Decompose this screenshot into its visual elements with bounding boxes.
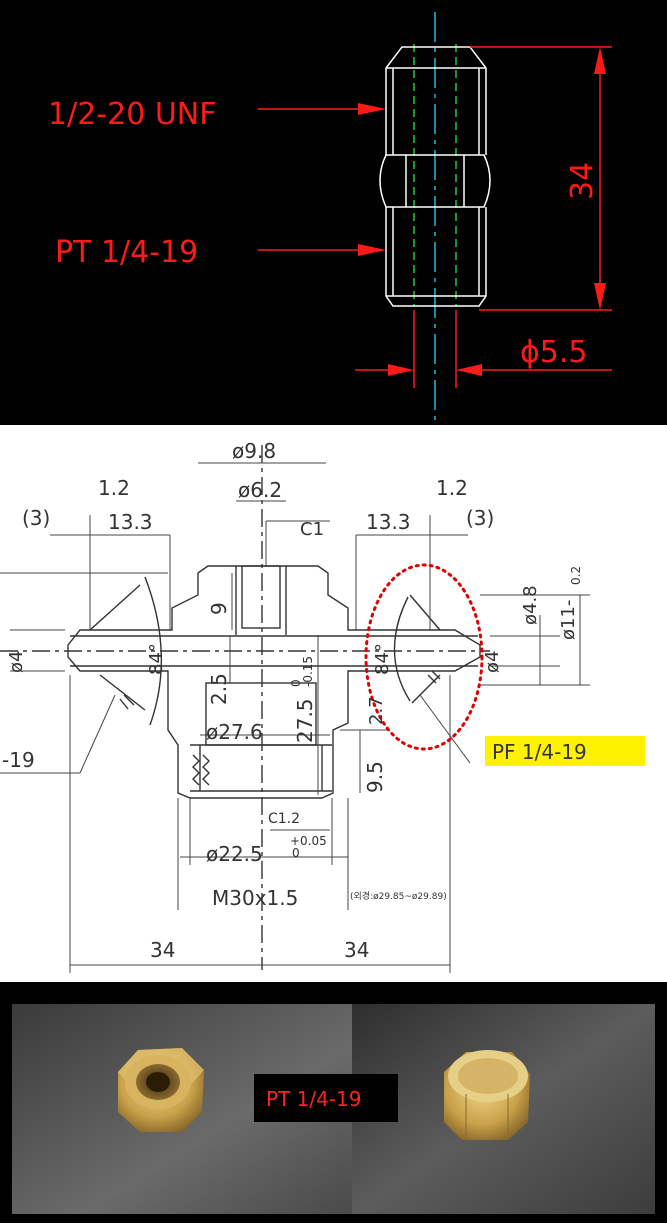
product-photo: PT 1/4-19 xyxy=(12,1004,655,1214)
dim-len-275-tol-upper: 0 xyxy=(289,679,303,687)
photo-label-bg xyxy=(254,1074,398,1122)
product-photo-panel: PT 1/4-19 xyxy=(0,982,667,1223)
dim-d-inner-top: ø6.2 xyxy=(238,478,282,502)
photo-label: PT 1/4-19 xyxy=(266,1087,362,1111)
dim-angle-left: 84° xyxy=(146,643,167,675)
dim-d-225-tol-lower: 0 xyxy=(292,846,300,860)
dim-d-225-tol-upper: +0.05 xyxy=(290,834,327,848)
dim-total-right: 34 xyxy=(344,938,369,962)
callout-leader xyxy=(419,694,471,764)
dim-paren-right: (3) xyxy=(466,506,494,530)
dim-angle-right: 84° xyxy=(372,643,393,675)
dim-len-right: 13.3 xyxy=(366,510,411,534)
dim-chamfer-bottom: C1.2 xyxy=(268,811,300,827)
part-outline xyxy=(0,445,490,970)
dim-d-outer-top: ø9.8 xyxy=(232,439,276,463)
dim-d-48: ø4.8 xyxy=(520,585,541,625)
label-top-thread: 1/2-20 UNF xyxy=(48,97,216,132)
dim-depth-9: 9 xyxy=(207,602,231,615)
dim-total-left: 34 xyxy=(150,938,175,962)
tech-drawing: ø9.8 ø6.2 C1 1.2 1.2 (3) (3) 13.3 13.3 9… xyxy=(0,439,645,973)
dim-flare-left: 1.2 xyxy=(98,476,130,500)
dim-chamfer-top: C1 xyxy=(300,519,324,540)
dim-bore-right: ø4 xyxy=(482,651,503,673)
dim-bore-left: ø4 xyxy=(6,651,27,673)
dim-d-11: ø11- xyxy=(558,600,579,640)
dim-paren-left: (3) xyxy=(22,506,50,530)
label-bottom-thread: PT 1/4-19 xyxy=(55,235,198,270)
dim-thread-m30: M30x1.5 xyxy=(212,886,298,910)
cad-dimensions xyxy=(258,46,612,388)
dim-d-27-small: 2.7 xyxy=(366,696,387,725)
dim-len-95: 9.5 xyxy=(363,761,387,793)
dim-flare-right: 1.2 xyxy=(436,476,468,500)
cad-drawing-panel: 1/2-20 UNF PT 1/4-19 34 ϕ5.5 xyxy=(0,0,667,425)
dimension-lines xyxy=(0,462,590,973)
dim-note-outer: (외경:ø29.85~ø29.89) xyxy=(350,890,447,902)
callout-ellipse xyxy=(364,563,484,751)
dim-gap-25: 2.5 xyxy=(207,673,231,705)
dim-len-275-tol: -0.15 xyxy=(301,656,315,687)
dim-d-276: ø27.6 xyxy=(206,720,263,744)
label-dim-diameter: ϕ5.5 xyxy=(520,335,588,370)
dim-len-left: 13.3 xyxy=(108,510,153,534)
tech-drawing-panel: ø9.8 ø6.2 C1 1.2 1.2 (3) (3) 13.3 13.3 9… xyxy=(0,425,667,982)
callout-label: PF 1/4-19 xyxy=(492,740,587,764)
dim-d-11-tol: 0.2 xyxy=(569,566,583,585)
label-dim-height: 34 xyxy=(565,162,600,200)
nut-open-end-image xyxy=(118,1048,204,1132)
nut-cap-image xyxy=(444,1050,530,1140)
dim-thread-left-partial: -19 xyxy=(2,748,35,772)
dim-d-225: ø22.5 xyxy=(206,842,263,866)
callout-highlight xyxy=(485,736,645,766)
dim-len-275: 27.5 xyxy=(293,698,317,743)
cad-drawing: 1/2-20 UNF PT 1/4-19 34 ϕ5.5 xyxy=(48,12,612,425)
fitting-outline xyxy=(379,46,491,307)
